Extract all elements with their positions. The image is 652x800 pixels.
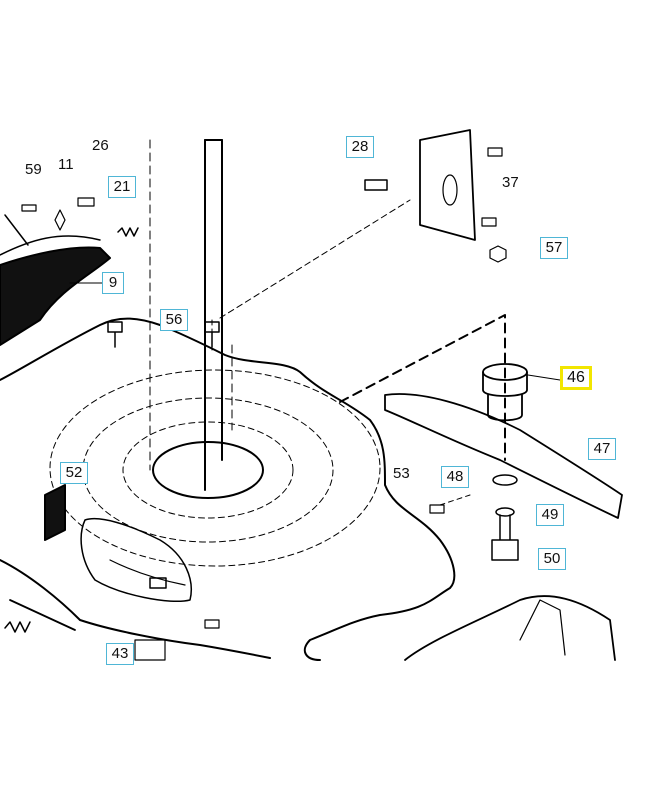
bracket-43 xyxy=(134,639,166,661)
bolt-56-left xyxy=(107,321,123,348)
adapter-46-body xyxy=(482,371,528,397)
label-37: 37 xyxy=(502,174,519,191)
leader-46 xyxy=(527,374,561,381)
rod-left xyxy=(9,599,76,631)
callout-56: 56 xyxy=(160,309,188,331)
callout-48: 48 xyxy=(441,466,469,488)
bolt-26 xyxy=(77,197,95,207)
callout-57: 57 xyxy=(540,237,568,259)
spring-21 xyxy=(117,227,139,237)
callout-52: 52 xyxy=(60,462,88,484)
engine-base xyxy=(404,595,616,661)
deck-outline xyxy=(0,317,456,661)
callout-49: 49 xyxy=(536,504,564,526)
label-53: 53 xyxy=(393,465,410,482)
washer-48 xyxy=(492,474,518,486)
deck-ring-2 xyxy=(82,397,334,543)
nut-43 xyxy=(149,577,167,589)
deck-lower-edge xyxy=(0,559,271,659)
callout-47: 47 xyxy=(588,438,616,460)
deck-ring-1 xyxy=(122,421,294,519)
deck-ring-3 xyxy=(49,369,381,567)
bolt-56-right xyxy=(204,321,220,348)
bolt-59 xyxy=(21,204,37,212)
deck-chute-opening xyxy=(80,518,192,603)
callout-50: 50 xyxy=(538,548,566,570)
bolt-front xyxy=(204,619,220,629)
bolt-50 xyxy=(491,514,519,561)
pin-11 xyxy=(54,209,66,231)
chute-block-52 xyxy=(44,484,66,541)
callout-9: 9 xyxy=(102,272,124,294)
label-11: 11 xyxy=(58,156,74,173)
bolt-37-lower xyxy=(481,217,497,227)
deck-inner-rim xyxy=(109,559,186,586)
adapter-46-lower xyxy=(487,394,523,422)
deflector-panel xyxy=(0,246,111,346)
callout-28: 28 xyxy=(346,136,374,158)
rod-59 xyxy=(4,214,29,246)
bolt-53 xyxy=(429,504,445,514)
callout-46-highlighted: 46 xyxy=(560,366,592,390)
bracket-slot xyxy=(442,174,458,206)
bolt-28 xyxy=(364,179,388,191)
washer-49 xyxy=(495,507,515,517)
dash-assembly-line xyxy=(339,314,506,461)
bracket-plate xyxy=(419,129,476,241)
label-26: 26 xyxy=(92,137,109,154)
engine-detail xyxy=(519,599,566,656)
deflector-top xyxy=(0,235,101,256)
label-59: 59 xyxy=(25,161,42,178)
callout-21: 21 xyxy=(108,176,136,198)
dash-line-bracket xyxy=(219,199,411,319)
nut-57 xyxy=(489,245,507,263)
spring-left xyxy=(4,621,31,633)
dash-line-bolt53 xyxy=(439,494,471,506)
bolt-37-upper xyxy=(487,147,503,157)
blade-47 xyxy=(384,393,623,519)
deck-center-hole xyxy=(152,441,264,499)
callout-43: 43 xyxy=(106,643,134,665)
